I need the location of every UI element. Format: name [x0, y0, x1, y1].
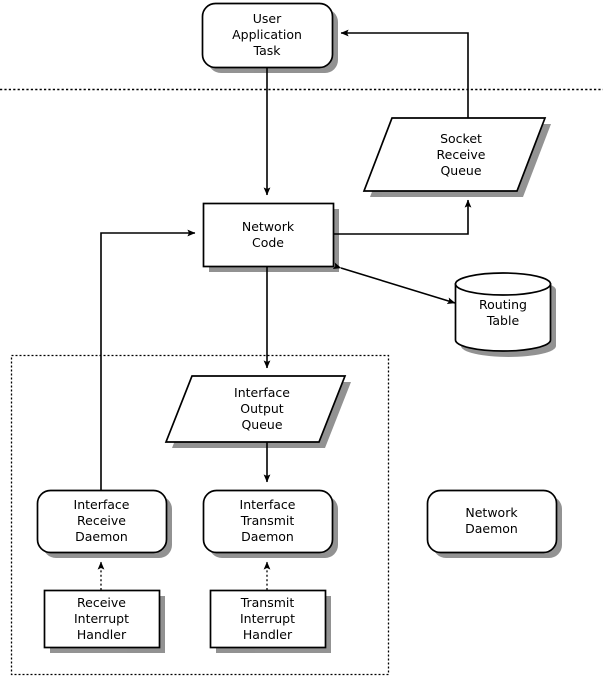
edge-group	[97, 29, 472, 590]
node-shape-group	[36, 2, 558, 649]
node-shape-interface-output-queue[interactable]	[164, 375, 347, 443]
node-shape-interface-receive-daemon[interactable]	[36, 489, 168, 554]
node-shape-user-application-task[interactable]	[201, 2, 334, 69]
edge-socket-queue-to-user-task	[340, 29, 469, 118]
edge-network-code-routing-table	[332, 262, 456, 305]
node-shape-receive-interrupt-handler[interactable]	[43, 589, 161, 649]
boundary-group	[0, 88, 603, 676]
node-shape-routing-table[interactable]	[454, 272, 552, 352]
node-shape-interface-transmit-daemon[interactable]	[202, 489, 334, 554]
node-shape-network-daemon[interactable]	[426, 489, 558, 554]
edge-network-code-to-socket-queue	[333, 199, 472, 235]
node-shape-network-code[interactable]	[202, 202, 335, 268]
device-driver-region	[10, 354, 390, 676]
edge-receive-daemon-to-network-code	[100, 229, 196, 490]
node-shape-transmit-interrupt-handler[interactable]	[209, 589, 327, 649]
node-shape-socket-receive-queue[interactable]	[362, 117, 547, 192]
